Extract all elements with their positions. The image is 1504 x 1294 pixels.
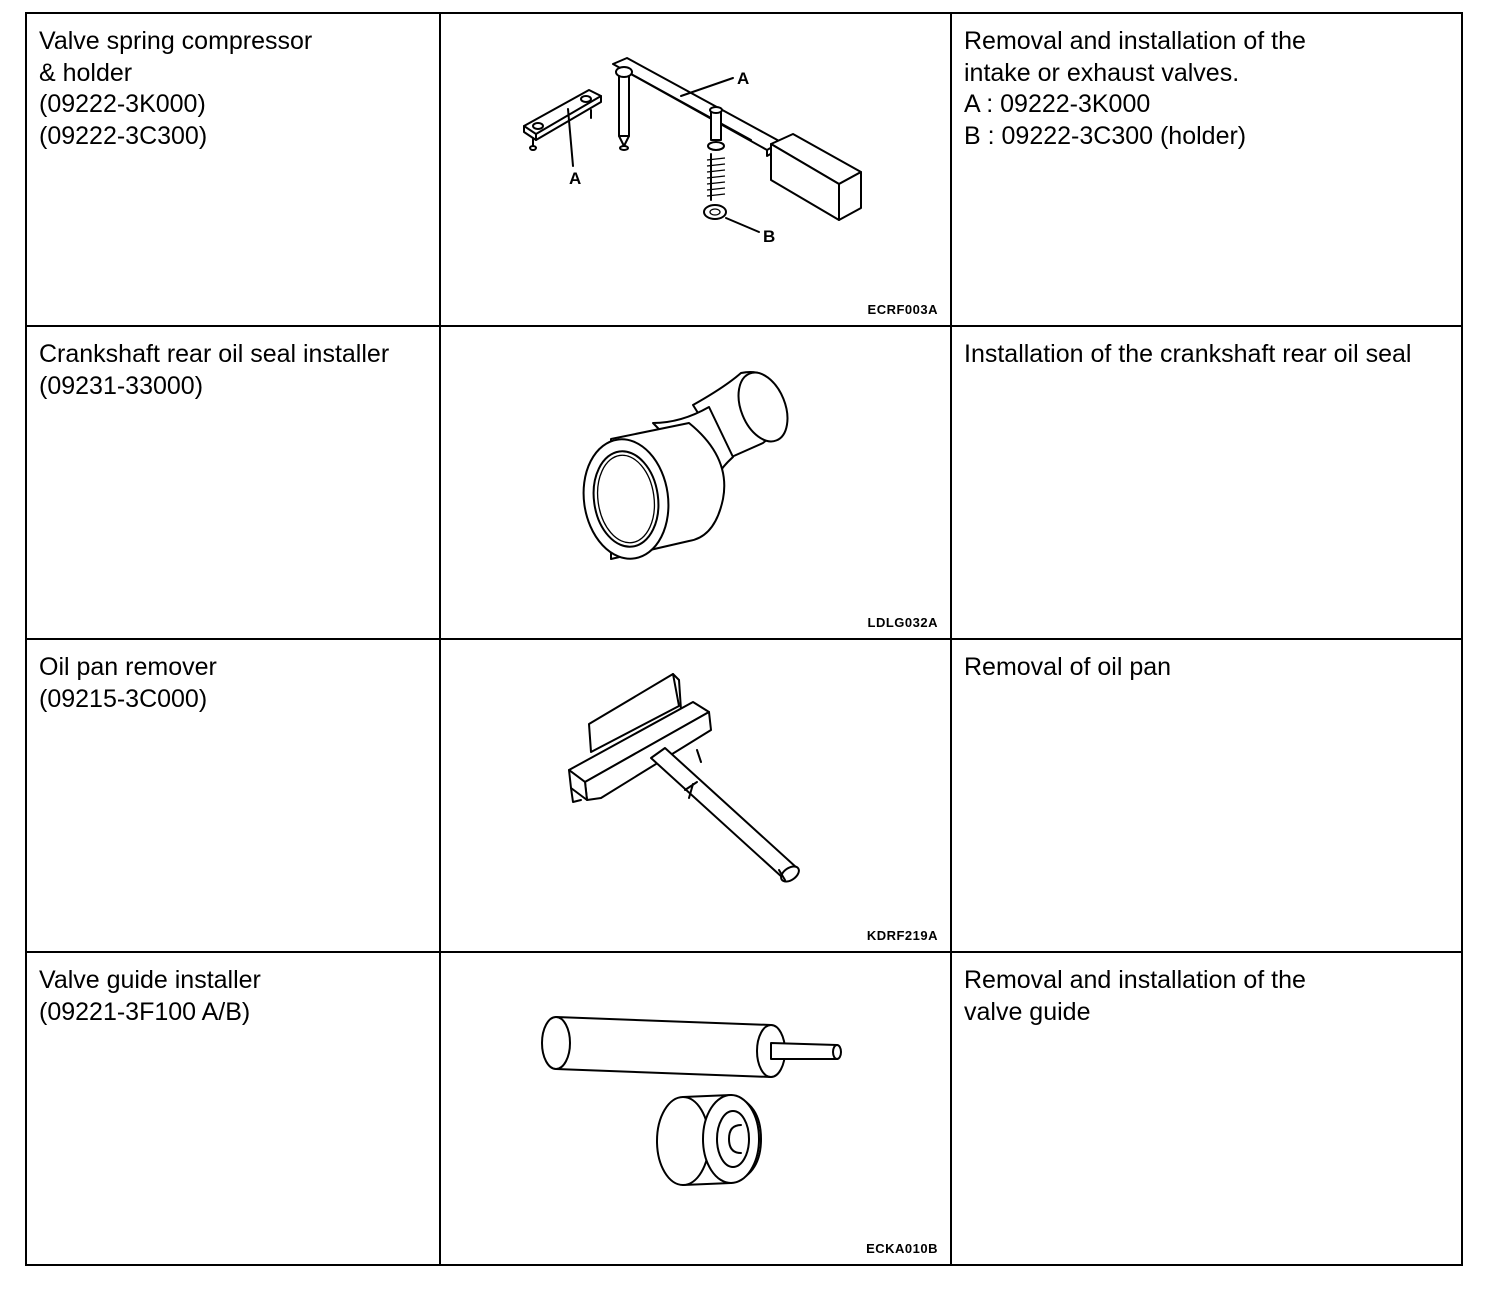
tool-figure-cell: A A B ECRF003A — [439, 12, 952, 327]
tool-use: Removal of oil pan — [964, 653, 1172, 681]
valve-spring-compressor-icon: A A B — [523, 57, 862, 246]
figure-code: ECRF003A — [867, 302, 938, 317]
tool-figure-cell: ECKA010B — [439, 951, 952, 1266]
figure-code: ECKA010B — [866, 1241, 938, 1256]
tool-use-cell: Removal and installation of the intake o… — [950, 12, 1463, 327]
figure-code: KDRF219A — [866, 928, 938, 943]
tool-use: Removal and installation of the valve gu… — [964, 966, 1306, 1026]
callout-a: A — [737, 69, 749, 88]
tool-use: Installation of the crankshaft rear oil … — [964, 340, 1412, 368]
tool-use: Removal and installation of the intake o… — [964, 27, 1306, 150]
figure-code: LDLG032A — [867, 615, 938, 630]
tool-name: Valve spring compressor & holder (09222-… — [39, 27, 313, 150]
tool-use-cell: Installation of the crankshaft rear oil … — [950, 325, 1463, 640]
oil-seal-installer-icon — [582, 371, 789, 560]
tool-name: Valve guide installer (09221-3F100 A/B) — [39, 966, 261, 1026]
tool-name-cell: Crankshaft rear oil seal installer (0923… — [25, 325, 441, 640]
tool-figure-cell: KDRF219A — [439, 638, 952, 953]
tool-name: Oil pan remover (09215-3C000) — [39, 653, 217, 713]
tool-name-cell: Valve guide installer (09221-3F100 A/B) — [25, 951, 441, 1266]
tool-use-cell: Removal and installation of the valve gu… — [950, 951, 1463, 1266]
table-row: Valve spring compressor & holder (09222-… — [25, 12, 1463, 327]
tool-figure-cell: LDLG032A — [439, 325, 952, 640]
oil-pan-remover-icon — [568, 673, 800, 883]
callout-b: B — [763, 227, 775, 246]
special-tools-table: Valve spring compressor & holder (09222-… — [25, 12, 1463, 1266]
tool-name: Crankshaft rear oil seal installer (0923… — [39, 340, 390, 400]
tool-name-cell: Oil pan remover (09215-3C000) — [25, 638, 441, 953]
tool-use-cell: Removal of oil pan — [950, 638, 1463, 953]
table-row: Crankshaft rear oil seal installer (0923… — [25, 325, 1463, 640]
callout-a: A — [569, 169, 581, 188]
valve-guide-installer-icon — [541, 1016, 842, 1186]
table-row: Valve guide installer (09221-3F100 A/B) — [25, 951, 1463, 1266]
tool-name-cell: Valve spring compressor & holder (09222-… — [25, 12, 441, 327]
table-row: Oil pan remover (09215-3C000) — [25, 638, 1463, 953]
